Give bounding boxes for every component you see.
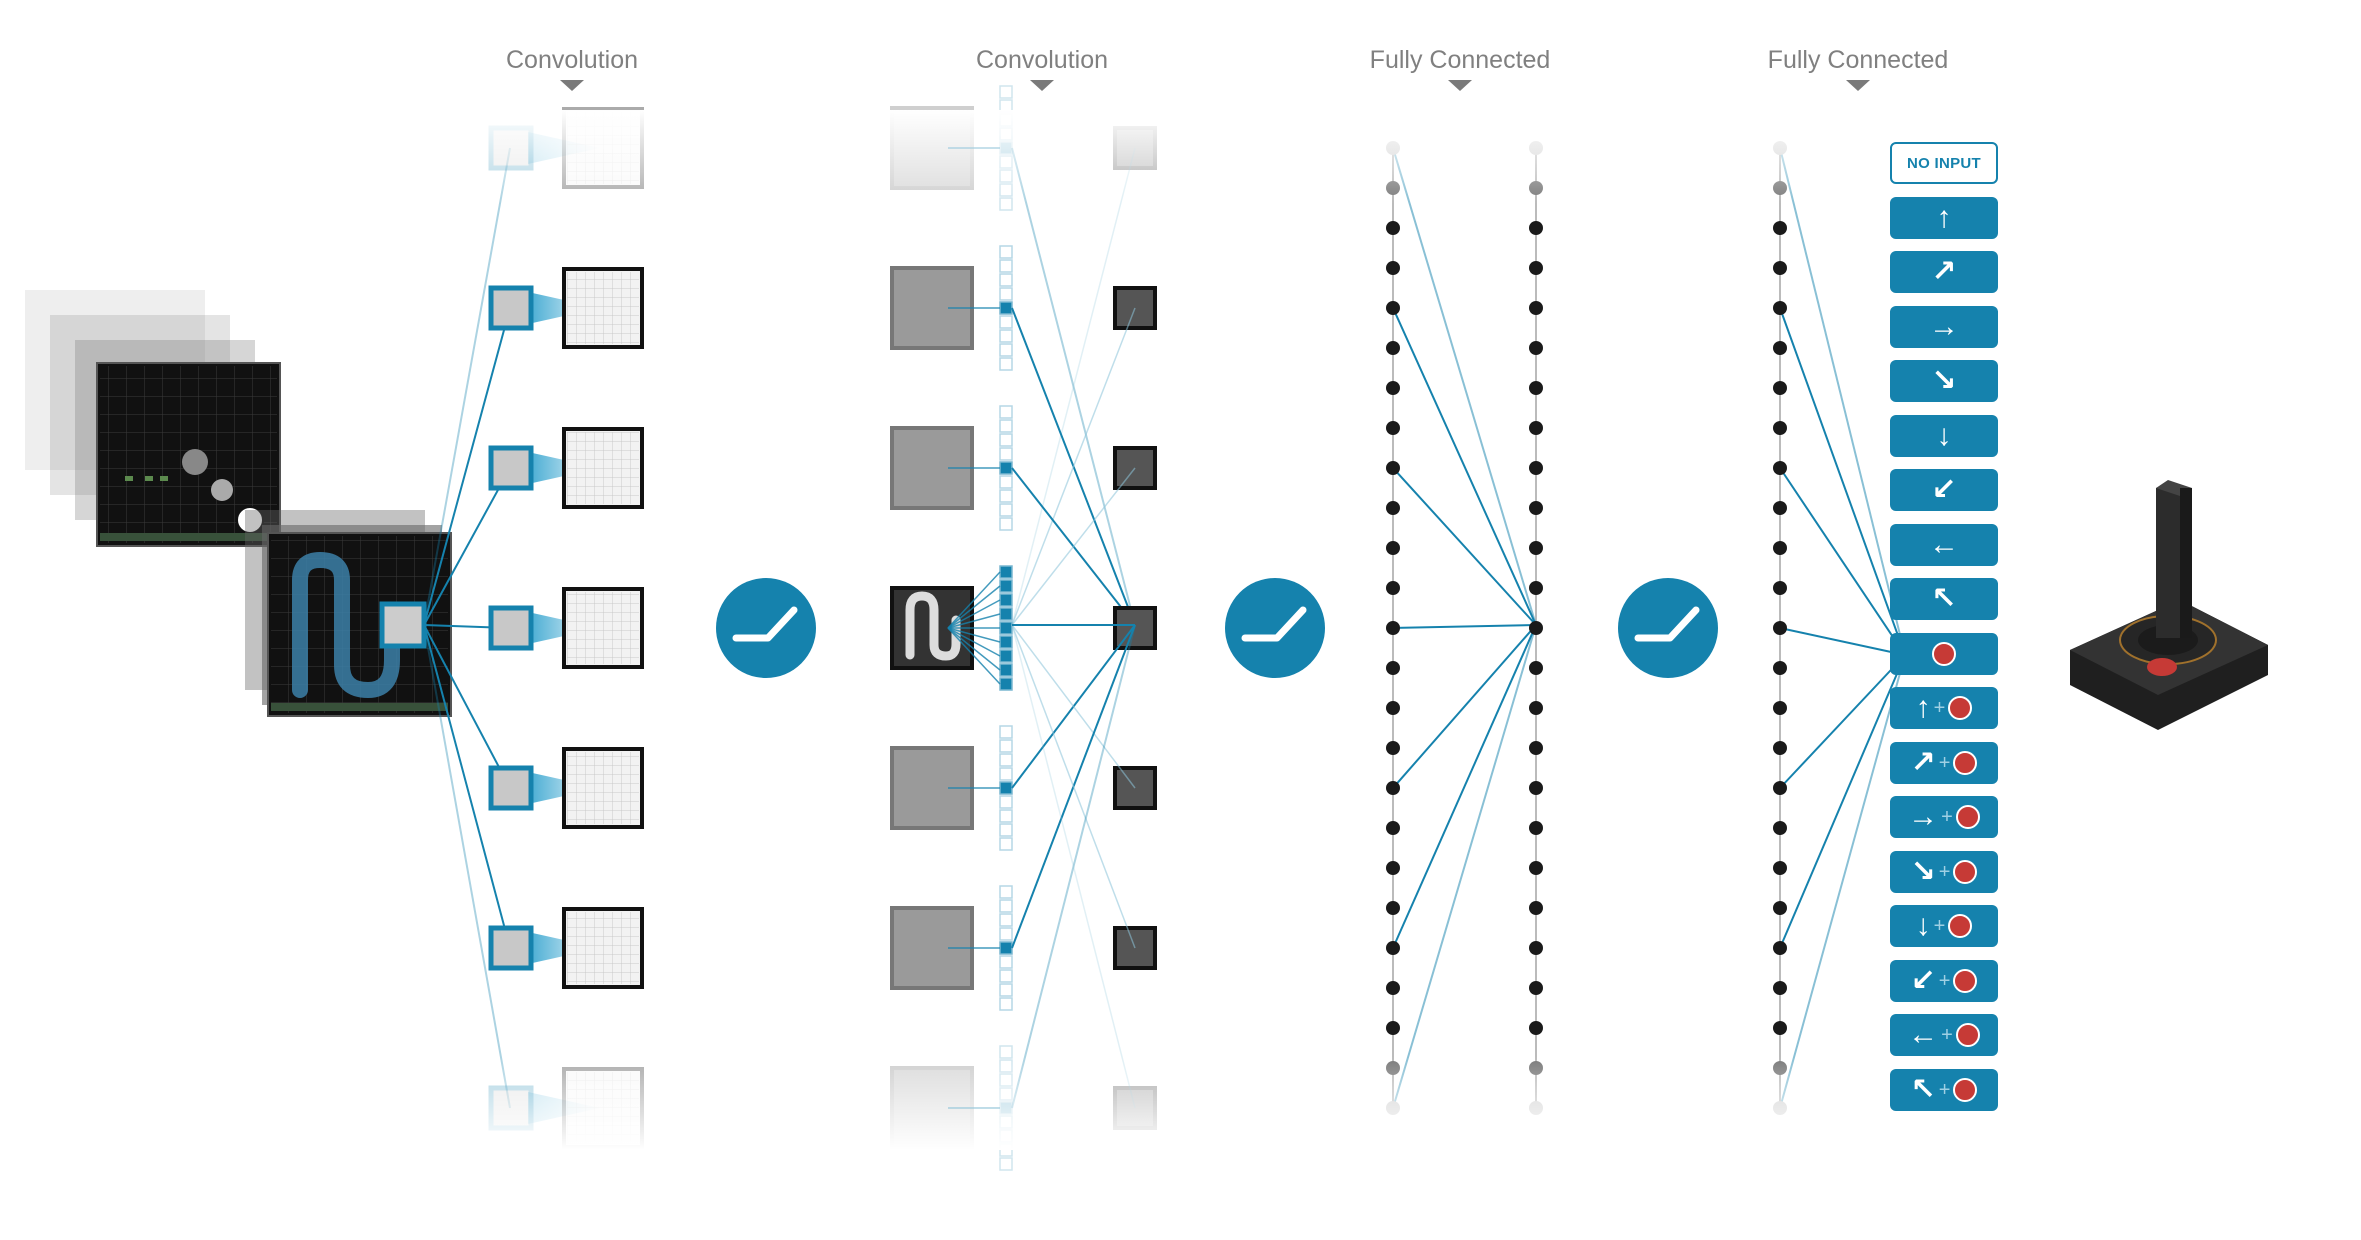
- kernel-cell: [999, 1157, 1013, 1171]
- plus-icon: +: [1933, 915, 1946, 937]
- game-sprite: [211, 479, 233, 501]
- plus-icon: +: [1938, 970, 1951, 992]
- arrow-up-icon: ↑: [1936, 201, 1952, 234]
- action-up-left-fire: ↖+: [1890, 1069, 1998, 1111]
- action-right-fire: →+: [1890, 796, 1998, 838]
- arrow-up-right-icon: ↗: [1931, 255, 1957, 288]
- action-label: NO INPUT: [1906, 154, 1982, 172]
- fire-button-icon: [1948, 914, 1973, 938]
- game-sprite: [125, 476, 133, 481]
- plus-icon: +: [1938, 1079, 1951, 1101]
- arrow-right-icon: →: [1908, 800, 1939, 833]
- game-ground: [100, 533, 277, 541]
- chevron-down-icon: [1448, 80, 1472, 91]
- joystick-icon: [2070, 480, 2268, 730]
- fade-overlay: [470, 110, 1890, 1150]
- action-down-fire: ↓+: [1890, 905, 1998, 947]
- chevron-down-icon: [560, 80, 584, 91]
- stage-label-fc1: Fully Connected: [1369, 46, 1551, 74]
- stage-label-fc2: Fully Connected: [1767, 46, 1949, 74]
- fire-button-icon: [1953, 969, 1978, 993]
- arrow-down-right-icon: ↘: [1931, 364, 1957, 397]
- action-down-right-fire: ↘+: [1890, 851, 1998, 893]
- action-up-right: ↗: [1890, 251, 1998, 293]
- kernel-cell: [999, 85, 1013, 99]
- arrow-down-icon: ↓: [1936, 419, 1952, 452]
- action-left: ←: [1890, 524, 1998, 566]
- fire-button-icon: [1932, 642, 1956, 666]
- game-ground: [271, 703, 448, 711]
- game-sprite: [145, 476, 153, 481]
- arrow-right-icon: →: [1929, 310, 1959, 343]
- joystick-fire-button: [2147, 658, 2177, 676]
- action-down-right: ↘: [1890, 360, 1998, 402]
- action-fire: [1890, 633, 1998, 675]
- fire-button-icon: [1955, 1023, 1980, 1047]
- edge-fade: [470, 110, 1890, 1150]
- action-down-left: ↙: [1890, 469, 1998, 511]
- action-down-left-fire: ↙+: [1890, 960, 1998, 1002]
- fire-button-icon: [1953, 1078, 1978, 1102]
- game-sprite: [182, 449, 208, 475]
- action-left-fire: ←+: [1890, 1014, 1998, 1056]
- joystick-stick-side: [2180, 488, 2192, 638]
- fire-button-icon: [1955, 805, 1980, 829]
- arrow-down-left-icon: ↙: [1910, 964, 1936, 997]
- arrow-up-right-icon: ↗: [1910, 746, 1936, 779]
- action-no-input: NO INPUT: [1890, 142, 1998, 184]
- fire-button-icon: [1948, 696, 1973, 720]
- action-up: ↑: [1890, 197, 1998, 239]
- arrow-left-icon: ←: [1908, 1018, 1939, 1051]
- plus-icon: +: [1933, 697, 1946, 719]
- arrow-up-left-icon: ↖: [1910, 1073, 1936, 1106]
- input-frames: [25, 290, 452, 717]
- arrow-up-icon: ↑: [1915, 691, 1931, 724]
- fire-button-icon: [1953, 860, 1978, 884]
- plus-icon: +: [1938, 861, 1951, 883]
- action-right: →: [1890, 306, 1998, 348]
- arrow-down-icon: ↓: [1915, 909, 1931, 942]
- chevron-down-icon: [1846, 80, 1870, 91]
- receptive-field: [379, 601, 427, 649]
- stage-label-conv2: Convolution: [975, 46, 1109, 74]
- arrow-up-left-icon: ↖: [1931, 582, 1957, 615]
- fire-button-icon: [1953, 751, 1978, 775]
- arrow-down-right-icon: ↘: [1910, 855, 1936, 888]
- chevron-down-icon: [1030, 80, 1054, 91]
- action-down: ↓: [1890, 415, 1998, 457]
- action-up-left: ↖: [1890, 578, 1998, 620]
- action-up-fire: ↑+: [1890, 687, 1998, 729]
- stage-label-conv1: Convolution: [505, 46, 639, 74]
- receptive-path: [292, 551, 400, 699]
- action-up-right-fire: ↗+: [1890, 742, 1998, 784]
- arrow-down-left-icon: ↙: [1931, 473, 1957, 506]
- plus-icon: +: [1938, 752, 1951, 774]
- plus-icon: +: [1941, 1024, 1953, 1046]
- plus-icon: +: [1941, 806, 1953, 828]
- game-sprite: [160, 476, 168, 481]
- arrow-left-icon: ←: [1929, 528, 1959, 561]
- joystick-stick: [2156, 488, 2180, 638]
